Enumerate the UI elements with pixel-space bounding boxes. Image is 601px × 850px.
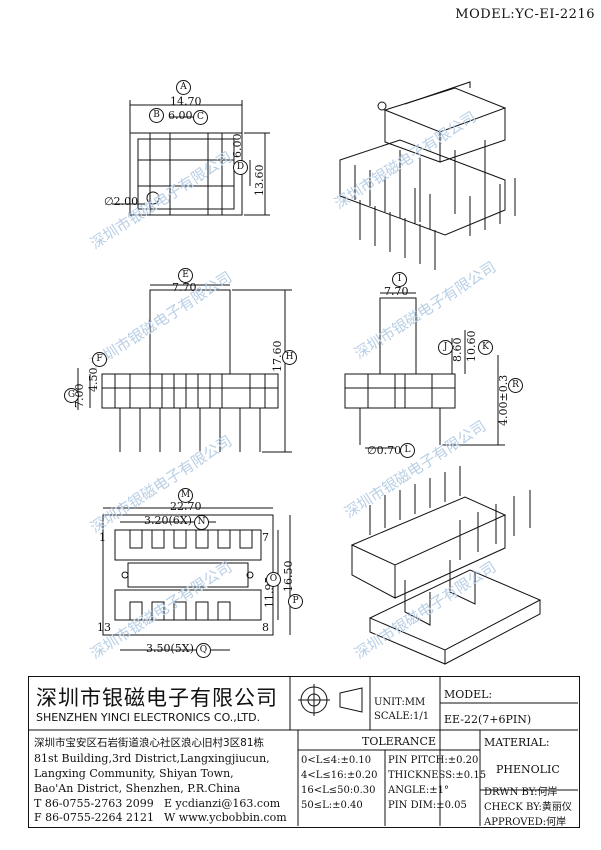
callout-p: P: [288, 594, 303, 609]
unit-text: UNIT:MM: [374, 697, 426, 708]
dim-top-vert: 13.60: [253, 164, 266, 197]
tolerance-row: 4<L≤16:±0.20: [301, 770, 378, 781]
dim-side-h2: 10.60: [465, 330, 478, 363]
callout-c: C: [193, 110, 208, 125]
pin-number-13: 13: [97, 621, 111, 634]
callout-e: E: [178, 268, 193, 283]
iso-view-bottom: [350, 466, 542, 665]
tolerance-title: TOLERANCE: [362, 735, 436, 748]
phone-text: T 86-0755-2763 2099: [34, 797, 154, 810]
callout-n: N: [194, 515, 209, 530]
dim-front-base-inner: 4.50: [87, 367, 100, 393]
bottom-view: [102, 507, 291, 651]
callout-o: O: [266, 572, 281, 587]
callout-f: F: [92, 352, 107, 367]
callout-h: H: [282, 350, 297, 365]
dim-side-h1: 8.60: [451, 337, 464, 363]
side-view: [344, 292, 505, 449]
dim-top-inner: 6.00: [168, 109, 193, 122]
callout-g: G: [64, 388, 79, 403]
address-en-1: 81st Building,3rd District,Langxingjiucu…: [34, 752, 270, 765]
callout-d: D: [233, 160, 248, 175]
dim-top-width: 14.70: [170, 95, 202, 108]
material-label: MATERIAL:: [484, 736, 550, 749]
callout-b: B: [149, 108, 164, 123]
checked-by: CHECK BY:黄丽仪: [484, 802, 572, 813]
pin-number-7: 7: [262, 531, 269, 544]
dim-front-top: 7.70: [172, 281, 197, 294]
dim-side-top: 7.70: [384, 285, 409, 298]
title-block-lines: [28, 676, 578, 826]
dim-top-vert-inner: 6.00: [231, 133, 244, 159]
address-en-2: Langxing Community, Shiyan Town,: [34, 767, 234, 780]
approved-by: APPROVED:何岸: [484, 817, 567, 828]
drawn-by: DRWN BY:何岸: [484, 787, 558, 798]
dim-bottom-width: 22.70: [170, 500, 202, 513]
angle-tol: ANGLE:±1°: [388, 785, 450, 796]
callout-j: J: [438, 340, 453, 355]
email-text: E ycdianzi@163.com: [164, 797, 281, 810]
material-value: PHENOLIC: [496, 763, 560, 776]
dim-pin-dia: ∅0.70: [367, 444, 402, 457]
callout-m: M: [178, 488, 193, 503]
pin-dim-tol: PIN DIM:±0.05: [388, 800, 467, 811]
tolerance-row: 16<L≤50:0.30: [301, 785, 376, 796]
pin-number-1: 1: [99, 531, 106, 544]
callout-i: I: [392, 272, 407, 287]
callout-r: R: [508, 378, 523, 393]
tolerance-row: 50≤L:±0.40: [301, 800, 363, 811]
dim-front-base: 7.00: [73, 383, 86, 409]
callout-q: Q: [196, 643, 211, 658]
callout-l: L: [400, 443, 415, 458]
website-text: W www.ycbobbin.com: [164, 811, 287, 824]
front-view: [77, 284, 292, 453]
dim-bottom-height: 16.50: [282, 560, 295, 593]
company-name-en: SHENZHEN YINCI ELECTRONICS CO.,LTD.: [36, 711, 261, 724]
dim-pitch-bot: 3.50(5X): [146, 642, 194, 655]
address-cn: 深圳市宝安区石岩街道浪心社区浪心旧村3区81栋: [34, 737, 265, 749]
model-header: MODEL:YC-EI-2216: [455, 7, 595, 22]
callout-k: K: [478, 340, 493, 355]
model-value: EE-22(7+6PIN): [444, 713, 532, 726]
address-en-3: Bao'An District, Shenzhen, P.R.China: [34, 782, 241, 795]
pin-number-8: 8: [262, 621, 269, 634]
title-block: [28, 676, 580, 828]
scale-text: SCALE:1/1: [374, 711, 430, 722]
dim-pitch-top: 3.20(6X): [144, 514, 192, 527]
fax-text: F 86-0755-2264 2121: [34, 811, 155, 824]
callout-a: A: [176, 80, 191, 95]
iso-view-top: [339, 81, 516, 270]
model-label: MODEL:: [444, 688, 493, 701]
company-name-cn: 深圳市银磁电子有限公司: [36, 686, 278, 710]
tolerance-row: 0<L≤4:±0.10: [301, 755, 372, 766]
thickness-tol: THICKNESS:±0.15: [388, 770, 487, 781]
dim-hole: ∅2.00: [104, 195, 139, 208]
pin-pitch-tol: PIN PITCH:±0.20: [388, 755, 479, 766]
